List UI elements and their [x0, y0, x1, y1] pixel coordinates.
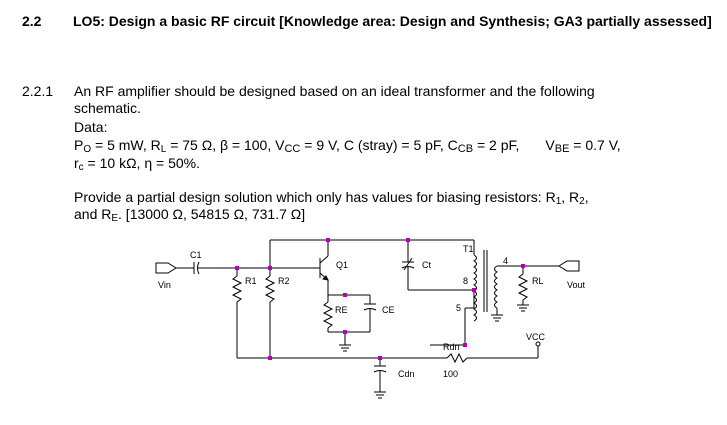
r1-label: R1	[245, 276, 257, 286]
transformer-secondary-icon	[494, 265, 498, 309]
transformer-primary-icon	[473, 254, 477, 322]
section-number: 2.2	[22, 13, 42, 29]
vcc-label: VCC	[526, 332, 546, 342]
section-title: LO5: Design a basic RF circuit [Knowledg…	[73, 13, 712, 29]
data-line2: rc = 10 kΩ, η = 50%.	[74, 155, 200, 173]
rdn-value: 100	[443, 369, 458, 379]
vout-port-icon	[558, 260, 580, 272]
t1-label: T1	[463, 244, 474, 254]
ct-label: Ct	[422, 260, 431, 270]
rl-label: RL	[532, 276, 544, 286]
vcc-terminal-icon	[535, 341, 541, 347]
provide-line1: Provide a partial design solution which …	[74, 189, 589, 207]
r2-label: R2	[278, 276, 290, 286]
provide-line2: and RE. [13000 Ω, 54815 Ω, 731.7 Ω]	[74, 206, 306, 224]
rdn-label: Rdn	[443, 342, 460, 352]
junction-nodes	[235, 238, 525, 360]
c1-label: C1	[190, 250, 202, 260]
pin8-label: 8	[463, 276, 468, 286]
cdn-label: Cdn	[398, 369, 415, 379]
q1-label: Q1	[336, 260, 348, 270]
re-resistor-icon	[322, 301, 334, 329]
rdn-resistor-icon	[446, 352, 468, 364]
question-number: 2.2.1	[22, 83, 54, 99]
pin4-label: 4	[503, 256, 508, 266]
ce-label: CE	[382, 305, 395, 315]
pin5-label: 5	[456, 303, 461, 313]
vin-port-icon	[155, 262, 177, 274]
vout-label: Vout	[567, 280, 586, 290]
data-line1: PO = 5 mW, RL = 75 Ω, β = 100, VCC = 9 V…	[74, 137, 621, 155]
rl-resistor-icon	[517, 273, 529, 301]
re-label: RE	[335, 305, 348, 315]
r1-resistor-icon	[231, 275, 243, 303]
vin-label: Vin	[158, 280, 171, 290]
question-intro-line1: An RF amplifier should be designed based…	[74, 83, 595, 99]
data-label: Data:	[74, 119, 108, 135]
r2-resistor-icon	[264, 275, 276, 303]
question-intro-line2: schematic.	[74, 100, 141, 116]
